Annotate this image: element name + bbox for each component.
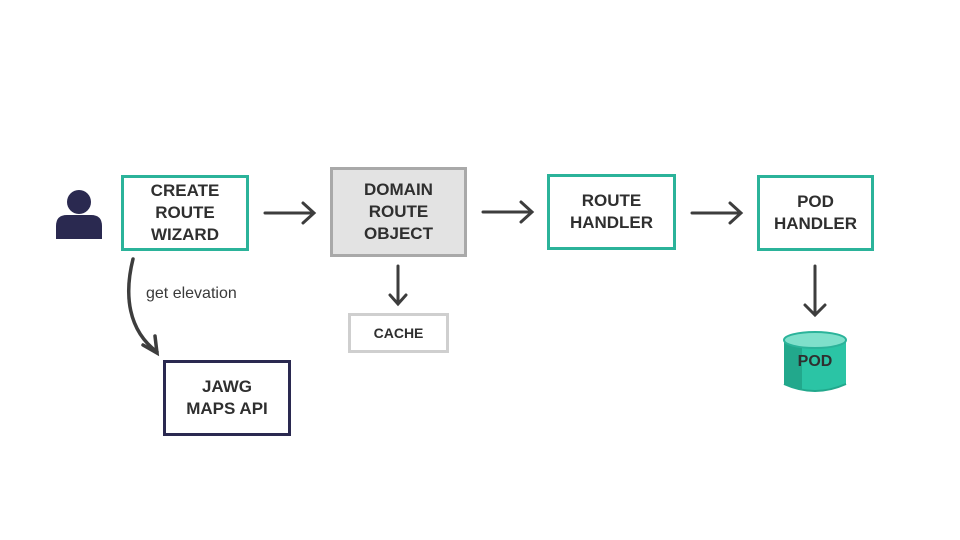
arrow-domain-to-cache xyxy=(388,264,408,307)
create-route-wizard-node: CREATE ROUTE WIZARD xyxy=(121,175,249,251)
pod-database-label: POD xyxy=(797,353,833,370)
arrow-create-to-jawg xyxy=(127,257,160,357)
arrow-route-handler-to-pod-handler xyxy=(690,201,744,225)
user-icon xyxy=(56,190,102,239)
route-handler-node: ROUTE HANDLER xyxy=(547,174,676,250)
arrow-domain-to-route-handler xyxy=(481,200,535,224)
get-elevation-label: get elevation xyxy=(146,285,237,302)
jawg-maps-api-node: JAWG MAPS API xyxy=(163,360,291,436)
database-icon xyxy=(783,331,847,392)
cache-node: CACHE xyxy=(348,313,449,353)
pod-handler-node: POD HANDLER xyxy=(757,175,874,251)
domain-route-object-node: DOMAIN ROUTE OBJECT xyxy=(330,167,467,257)
arrow-pod-handler-to-pod xyxy=(803,264,827,318)
arrow-create-to-domain xyxy=(263,201,317,225)
